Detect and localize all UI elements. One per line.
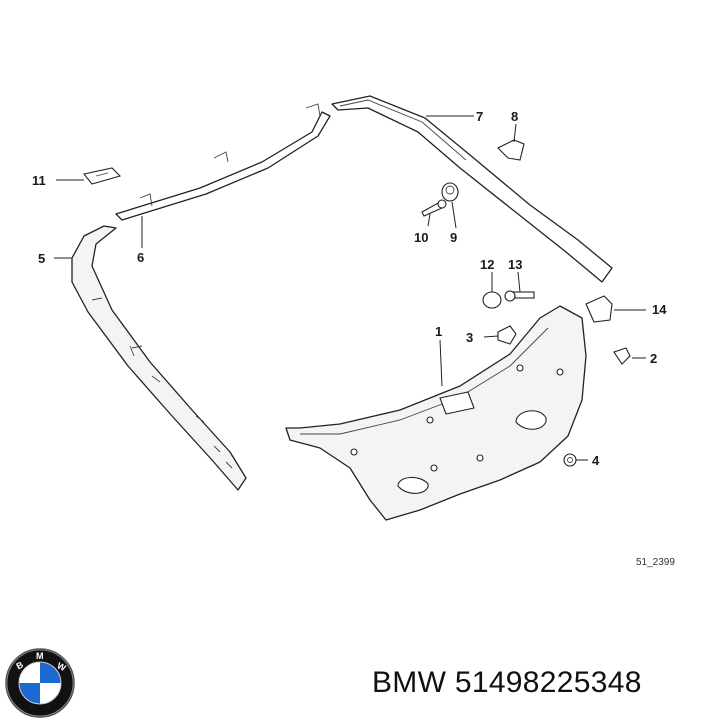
svg-text:M: M: [36, 651, 44, 661]
leader-lines: [54, 115, 646, 461]
svg-text:B: B: [14, 659, 25, 671]
callout-7: 7: [476, 109, 483, 124]
part-1-trunk-lid-panel: [285, 305, 587, 521]
part-5-left-side-trim: [71, 225, 247, 491]
callout-numbers: 1 2 3 4 5 6 7 8 9 10 11 12 13 14: [32, 109, 667, 468]
part-9-cap: [441, 182, 459, 202]
part-4-rivet: [563, 453, 577, 467]
part-2-clip: [613, 347, 631, 365]
reference-code: 51_2399: [636, 557, 675, 568]
callout-3: 3: [466, 330, 473, 345]
part-10-screw: [421, 199, 447, 217]
part-6-inner-trim-strip: [115, 103, 331, 221]
callout-2: 2: [650, 351, 657, 366]
callout-12: 12: [480, 257, 494, 272]
bmw-roundel-icon: B M W: [5, 648, 75, 718]
callout-13: 13: [508, 257, 522, 272]
part-8-clip: [497, 139, 525, 161]
part-13-bolt: [504, 290, 535, 302]
part-3-expanding-nut: [497, 325, 517, 345]
callout-10: 10: [414, 230, 428, 245]
part-14-bracket: [585, 295, 613, 323]
callout-5: 5: [38, 251, 45, 266]
callout-9: 9: [450, 230, 457, 245]
part-11-holder: [83, 167, 122, 185]
callout-6: 6: [137, 250, 144, 265]
callout-8: 8: [511, 109, 518, 124]
part-12-grommet: [482, 291, 502, 309]
part-7-upper-trim-strip: [331, 95, 613, 283]
callout-4: 4: [592, 453, 600, 468]
part-number-caption: BMW 51498225348: [372, 666, 642, 699]
callout-14: 14: [652, 302, 667, 317]
callout-1: 1: [435, 324, 442, 339]
callout-11: 11: [32, 173, 46, 188]
